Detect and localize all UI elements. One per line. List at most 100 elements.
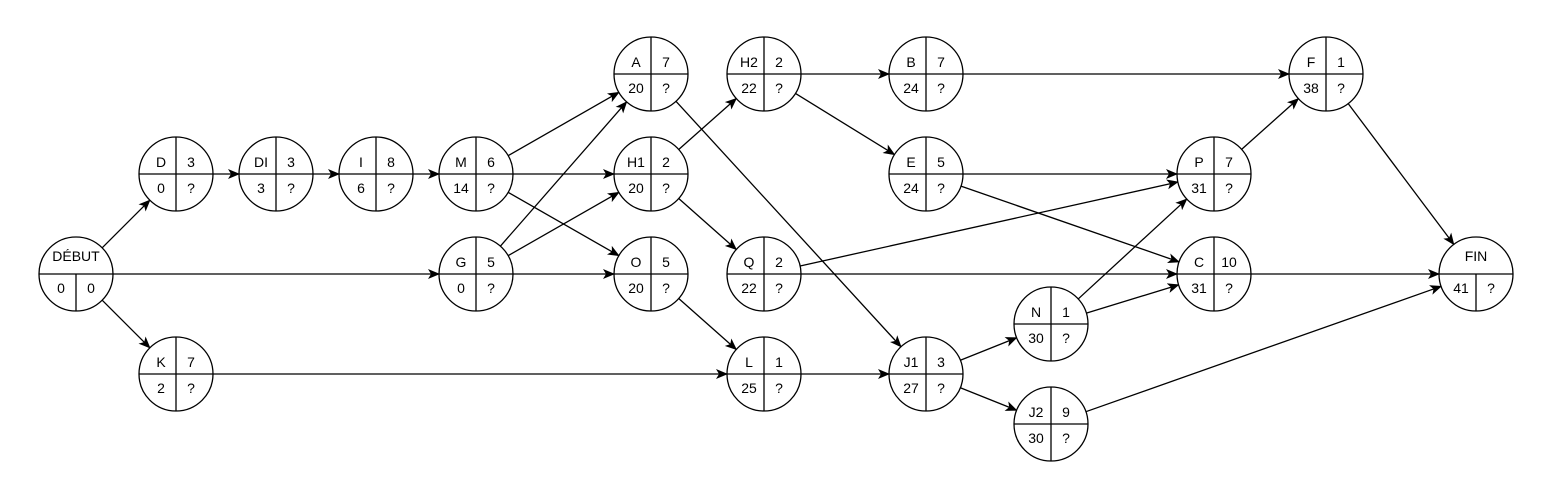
node-name: H2 [740, 54, 758, 70]
node-latest: ? [662, 280, 670, 296]
node-earliest: 22 [741, 280, 757, 296]
node-earliest: 0 [57, 280, 65, 296]
node-latest: ? [662, 180, 670, 196]
node-latest: ? [1062, 330, 1070, 346]
edge-h1-to-q [678, 198, 738, 251]
node-earliest: 38 [1303, 80, 1319, 96]
node-name: M [455, 154, 467, 170]
node-j1: J1 3 27? [888, 336, 964, 412]
node-duration: 10 [1221, 254, 1237, 270]
node-latest: ? [775, 380, 783, 396]
edge-f-to-fin [1347, 103, 1455, 246]
node-earliest: 20 [628, 180, 644, 196]
node-latest: ? [487, 280, 495, 296]
edge-j2-to-fin [1085, 285, 1443, 413]
node-name: E [906, 154, 915, 170]
node-duration: 1 [775, 354, 783, 370]
node-latest: ? [187, 380, 195, 396]
node-duration: 5 [487, 254, 495, 270]
node-duration: 7 [187, 354, 195, 370]
node-earliest: 30 [1028, 330, 1044, 346]
node-duration: 7 [937, 54, 945, 70]
edge-o-to-l [678, 298, 738, 351]
node-earliest: 24 [903, 180, 919, 196]
node-name: N [1031, 304, 1041, 320]
node-i: I 8 6? [338, 136, 414, 212]
node-latest: ? [775, 80, 783, 96]
node-earliest: 14 [453, 180, 469, 196]
node-duration: 8 [387, 154, 395, 170]
node-latest: ? [1225, 180, 1233, 196]
node-duration: 5 [937, 154, 945, 170]
node-earliest: 3 [257, 180, 265, 196]
node-name: A [631, 54, 641, 70]
node-name: DI [254, 154, 268, 170]
node-duration: 6 [487, 154, 495, 170]
node-earliest: 0 [457, 280, 465, 296]
edge-q-to-p [799, 179, 1179, 267]
node-latest: ? [1225, 280, 1233, 296]
node-name: K [156, 354, 166, 370]
node-duration: 9 [1062, 404, 1070, 420]
node-name: J1 [904, 354, 919, 370]
node-earliest: 25 [741, 380, 757, 396]
edge-e-to-c [960, 185, 1180, 263]
node-name: I [359, 154, 363, 170]
node-name: B [906, 54, 915, 70]
edge-j1-to-j2 [960, 387, 1018, 411]
node-k: K 7 2? [138, 336, 214, 412]
node-earliest: 27 [903, 380, 919, 396]
node-earliest: 20 [628, 280, 644, 296]
node-m: M 6 14? [438, 136, 514, 212]
node-earliest: 20 [628, 80, 644, 96]
node-duration: 3 [937, 354, 945, 370]
edge-j1-to-n [960, 337, 1018, 361]
node-earliest: 0 [157, 180, 165, 196]
edges-layer [101, 69, 1455, 413]
edge-g-to-h1 [507, 191, 620, 257]
node-debut: DÉBUT 0 0 [38, 236, 114, 312]
node-duration: 2 [662, 154, 670, 170]
node-earliest: 22 [741, 80, 757, 96]
node-latest: ? [937, 380, 945, 396]
node-name: Q [744, 254, 755, 270]
node-name: F [1307, 54, 1316, 70]
node-duration: 7 [662, 54, 670, 70]
edge-p-to-f [1241, 97, 1300, 150]
node-earliest: 31 [1191, 180, 1207, 196]
node-name: G [456, 254, 467, 270]
node-h1: H1 2 20? [613, 136, 689, 212]
node-latest: ? [662, 80, 670, 96]
node-earliest: 24 [903, 80, 919, 96]
node-b: B 7 24? [888, 36, 964, 112]
node-l: L 1 25? [726, 336, 802, 412]
edge-g-to-a [499, 101, 628, 247]
node-duration: 1 [1337, 54, 1345, 70]
node-latest: ? [937, 180, 945, 196]
node-duration: 1 [1062, 304, 1070, 320]
node-name: L [745, 354, 753, 370]
node-latest: ? [387, 180, 395, 196]
node-name: DÉBUT [52, 248, 100, 264]
node-name: D [156, 154, 166, 170]
node-earliest: 2 [157, 380, 165, 396]
node-duration: 3 [187, 154, 195, 170]
node-earliest: 6 [357, 180, 365, 196]
node-name: H1 [627, 154, 645, 170]
node-name: FIN [1465, 248, 1488, 264]
node-n: N 1 30? [1013, 286, 1089, 362]
edge-debut-to-k [101, 299, 151, 349]
node-latest: ? [937, 80, 945, 96]
node-duration: 3 [287, 154, 295, 170]
node-latest: ? [487, 180, 495, 196]
node-earliest: 41 [1453, 280, 1469, 296]
node-latest: 0 [87, 280, 95, 296]
